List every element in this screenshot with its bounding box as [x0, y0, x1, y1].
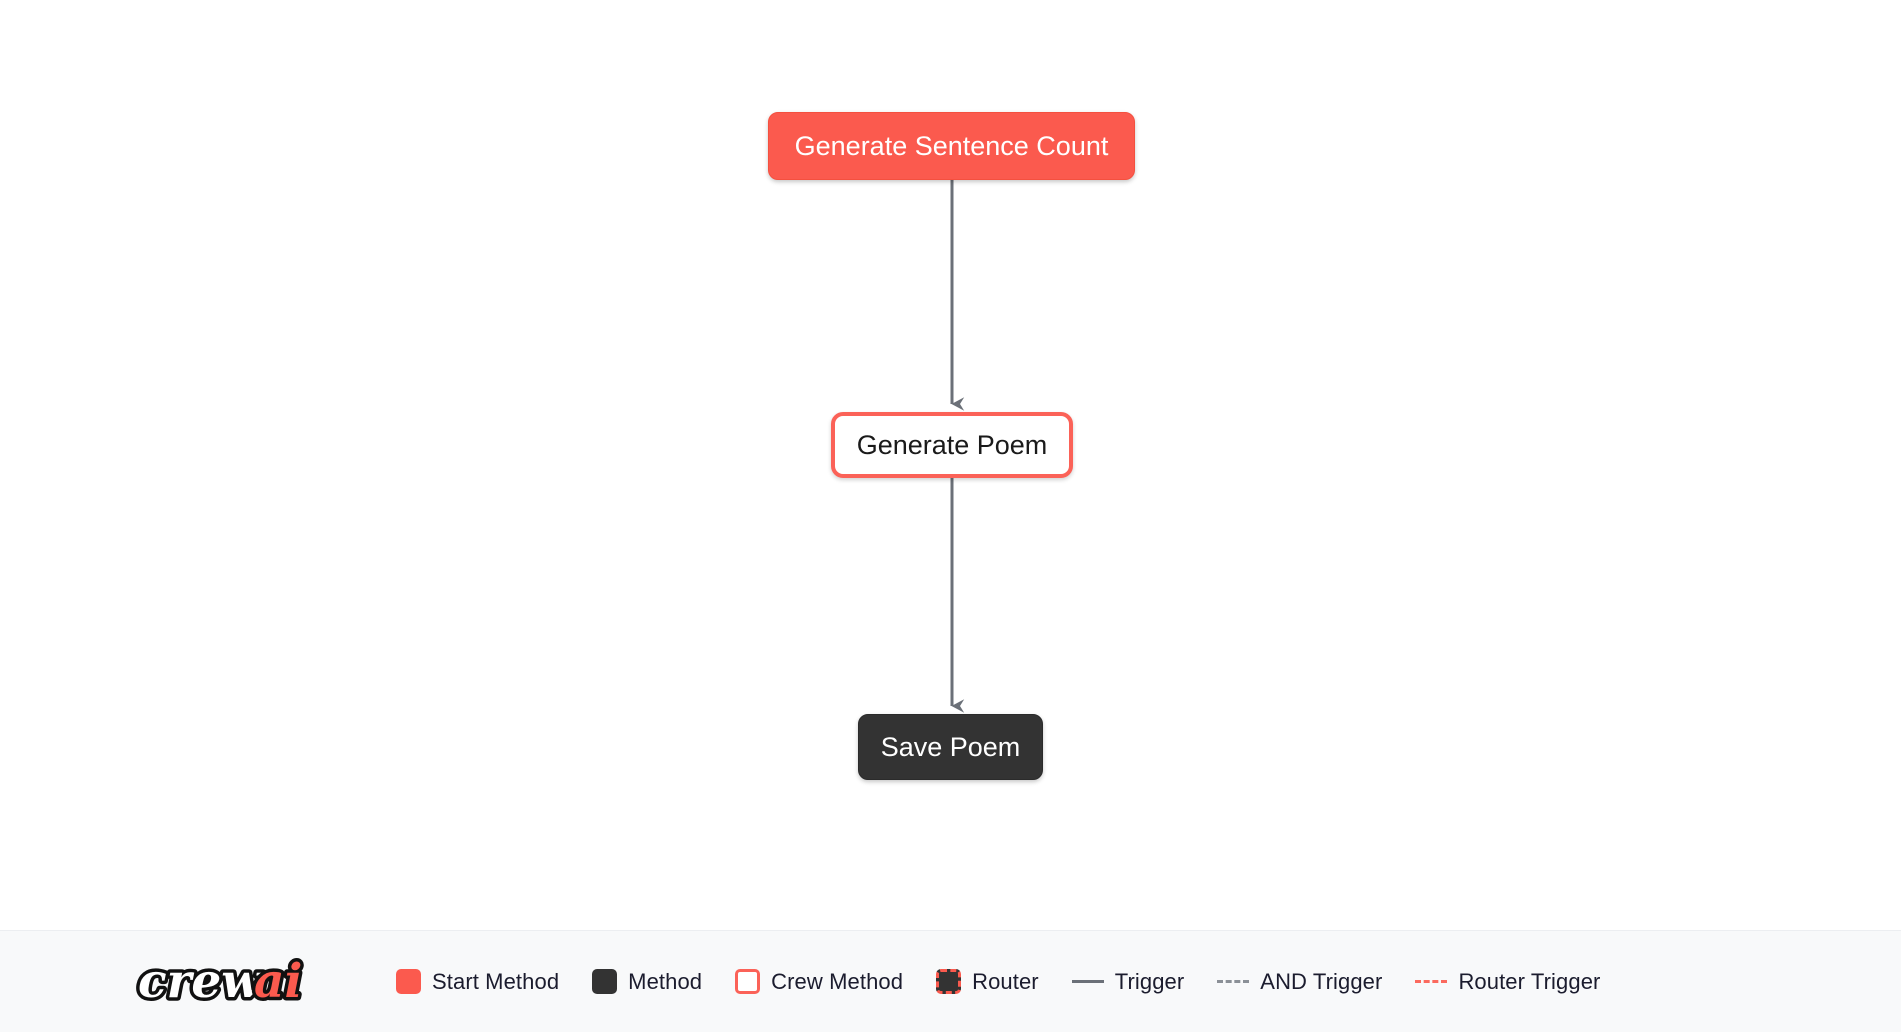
legend-item-label: AND Trigger — [1260, 968, 1383, 994]
and-trigger-line-swatch-icon — [1217, 980, 1250, 983]
legend-item-label: Router Trigger — [1458, 968, 1601, 994]
crewai-logo[interactable]: crew crew ai ai — [136, 951, 348, 1013]
router-swatch-icon — [936, 969, 962, 994]
flow-diagram-canvas[interactable]: Generate Sentence Count Generate Poem Sa… — [0, 0, 1901, 930]
legend-item-trigger[interactable]: Trigger — [1071, 968, 1185, 995]
legend-item-label: Crew Method — [771, 968, 904, 994]
legend-item-label: Router — [972, 968, 1039, 994]
edge-layer — [950, 180, 965, 713]
start-method-swatch-icon — [396, 969, 421, 994]
legend-item-router[interactable]: Router — [936, 969, 1039, 995]
legend-item-label: Trigger — [1114, 968, 1185, 994]
flow-node-label: Generate Sentence Count — [794, 130, 1109, 161]
flow-node-generate-poem[interactable]: Generate Poem — [831, 412, 1073, 478]
crewai-logo-mark: crew crew ai ai — [136, 951, 306, 1013]
crewai-logo-crew-text: crew — [138, 954, 263, 1009]
legend-item-crew-method[interactable]: Crew Method — [735, 969, 903, 995]
crew-method-swatch-icon — [735, 969, 761, 994]
legend-items: Start Method Method Crew Method Router T… — [396, 969, 1600, 995]
trigger-line-swatch-icon — [1071, 980, 1104, 983]
flow-node-generate-sentence-count[interactable]: Generate Sentence Count — [768, 112, 1135, 180]
crewai-logo-accent-outline: ai — [254, 954, 302, 1009]
legend-item-label: Method — [628, 968, 703, 994]
crewai-logo-ai-text: ai — [254, 954, 302, 1009]
crewai-logo-outline: crew — [138, 954, 263, 1009]
legend-item-label: Start Method — [432, 968, 560, 994]
legend-item-start-method[interactable]: Start Method — [396, 969, 559, 995]
flow-node-label: Save Poem — [880, 731, 1021, 762]
legend-item-router-trigger[interactable]: Router Trigger — [1415, 969, 1600, 995]
router-trigger-line-swatch-icon — [1415, 980, 1448, 983]
flow-node-label: Generate Poem — [856, 429, 1048, 460]
flow-node-save-poem[interactable]: Save Poem — [858, 714, 1043, 780]
legend-item-method[interactable]: Method — [592, 969, 702, 995]
legend-bar: crew crew ai ai Start Method Method Crew… — [0, 930, 1901, 1032]
method-swatch-icon — [592, 969, 618, 994]
legend-item-and-trigger[interactable]: AND Trigger — [1217, 969, 1382, 995]
